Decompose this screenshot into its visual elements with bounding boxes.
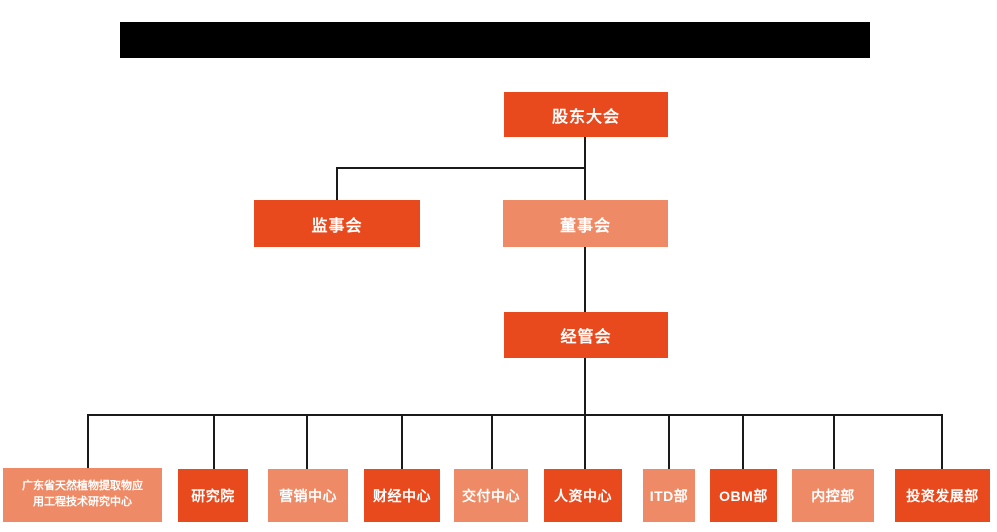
org-node-guangdong-research-center: 广东省天然植物提取物应 用工程技术研究中心 xyxy=(3,468,162,522)
org-node-board-of-directors: 董事会 xyxy=(503,200,668,247)
org-node-label-line: 广东省天然植物提取物应 xyxy=(22,480,143,493)
org-node-finance-center: 财经中心 xyxy=(364,469,440,522)
org-node-hr-center: 人资中心 xyxy=(544,469,622,522)
connector-dept-drop xyxy=(401,414,403,470)
connector-dept-drop xyxy=(213,414,215,470)
connector-supervisory-drop xyxy=(336,167,338,200)
org-node-management-committee: 经管会 xyxy=(504,312,668,358)
connector-dept-drop xyxy=(668,414,670,470)
org-node-shareholders-meeting: 股东大会 xyxy=(504,92,668,137)
org-node-delivery-center: 交付中心 xyxy=(454,469,528,522)
org-node-itd-dept: ITD部 xyxy=(643,469,695,522)
connector-board-to-management xyxy=(584,247,586,312)
connector-level2-horizontal xyxy=(336,167,586,169)
org-node-research-institute: 研究院 xyxy=(178,469,248,522)
connector-dept-drop xyxy=(742,414,744,470)
org-node-investment-development-dept: 投资发展部 xyxy=(895,469,990,522)
connector-dept-drop xyxy=(491,414,493,470)
connector-dept-drop xyxy=(833,414,835,470)
connector-dept-drop xyxy=(87,414,89,470)
org-node-supervisory-board: 监事会 xyxy=(254,200,420,247)
org-node-internal-control-dept: 内控部 xyxy=(792,469,874,522)
connector-dept-drop xyxy=(306,414,308,470)
redacted-title-bar xyxy=(120,22,870,58)
org-node-obm-dept: OBM部 xyxy=(710,469,777,522)
connector-departments-horizontal xyxy=(87,414,943,416)
org-node-marketing-center: 营销中心 xyxy=(268,469,348,522)
org-node-label-line: 用工程技术研究中心 xyxy=(33,496,132,508)
connector-dept-drop xyxy=(941,414,943,470)
